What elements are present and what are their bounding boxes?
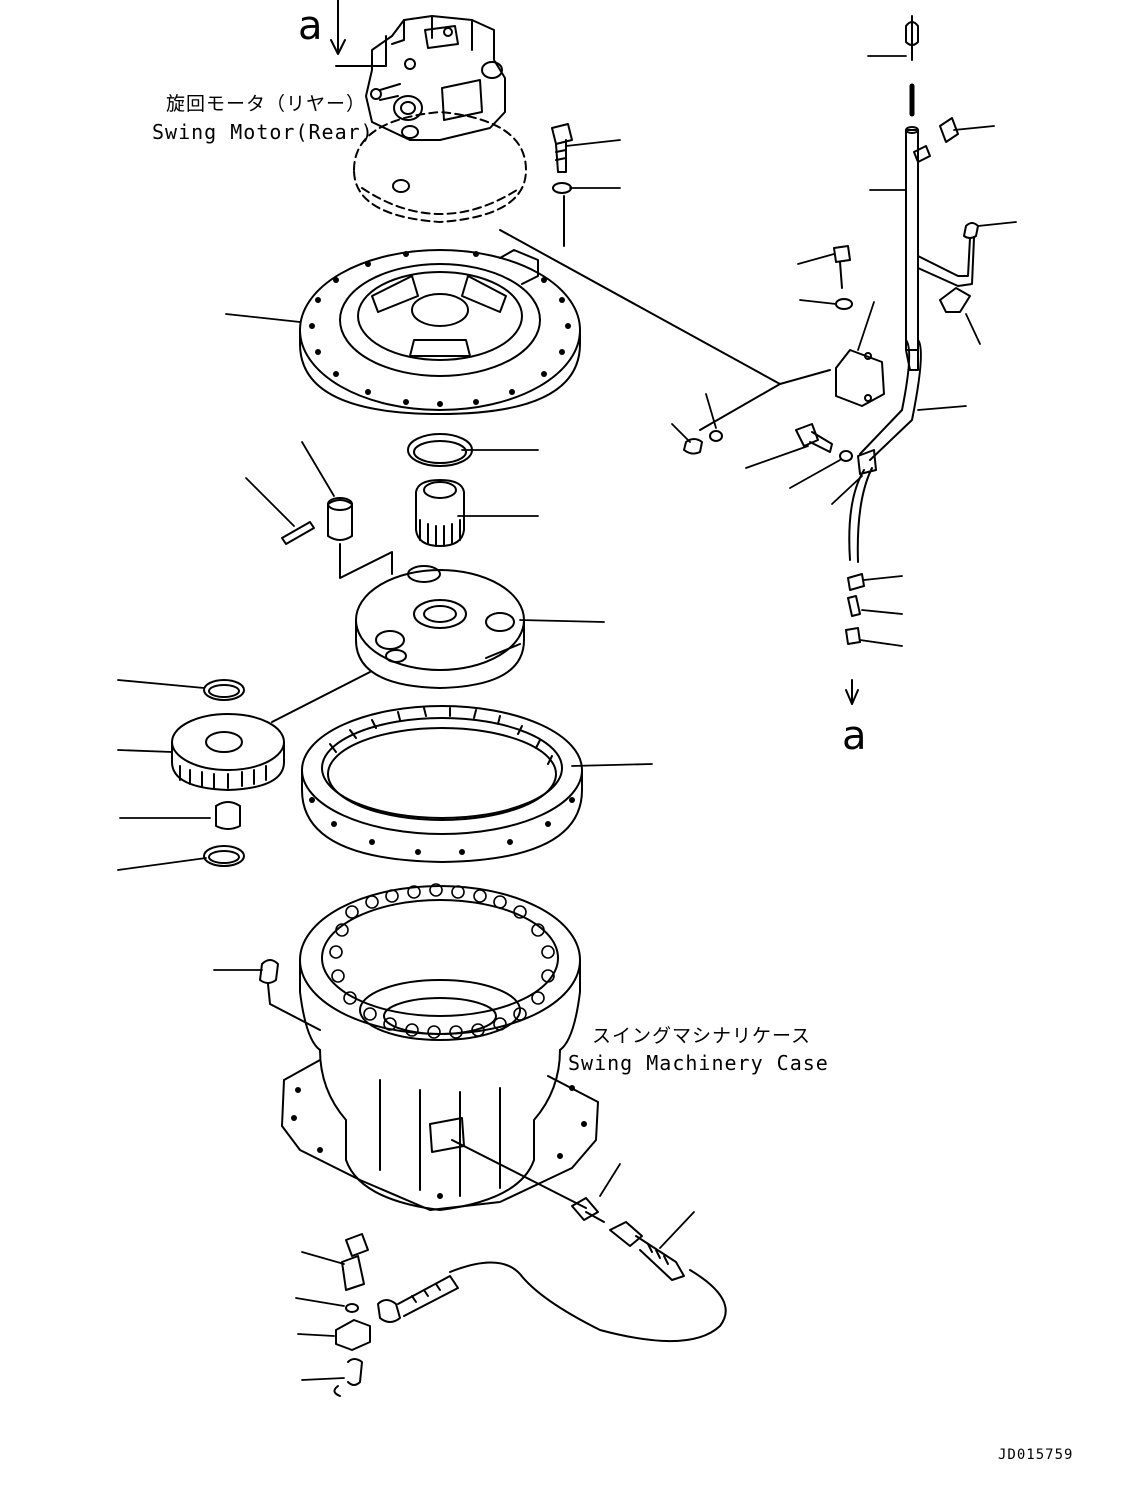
planet-gear-drawing [171,671,371,867]
swing-motor-label-jp: 旋回モータ（リヤー） [166,93,367,115]
machinery-case-label-en: Swing Machinery Case [568,1051,829,1075]
piping-assembly-drawing [683,15,979,705]
machinery-case-drawing [259,883,599,1211]
planet-carrier-drawing [355,565,525,689]
top-flange-plate-drawing [299,249,581,415]
leader-lines [117,55,1017,1381]
pin-shaft-drawing [281,497,393,579]
ring-gear-drawing [301,705,583,863]
bolt-washer-drawing [499,123,781,431]
reference-mark-right: a [842,713,867,759]
swing-motor-label-en: Swing Motor(Rear) [152,120,374,144]
machinery-case-label-jp: スイングマシナリケース [592,1025,812,1047]
lower-fittings-drawing [333,1139,727,1397]
reference-mark-top: a [298,3,323,49]
oring-sungear-drawing [407,433,473,547]
drawing-code: JD015759 [998,1447,1074,1463]
swing-motor-drawing [330,0,527,223]
